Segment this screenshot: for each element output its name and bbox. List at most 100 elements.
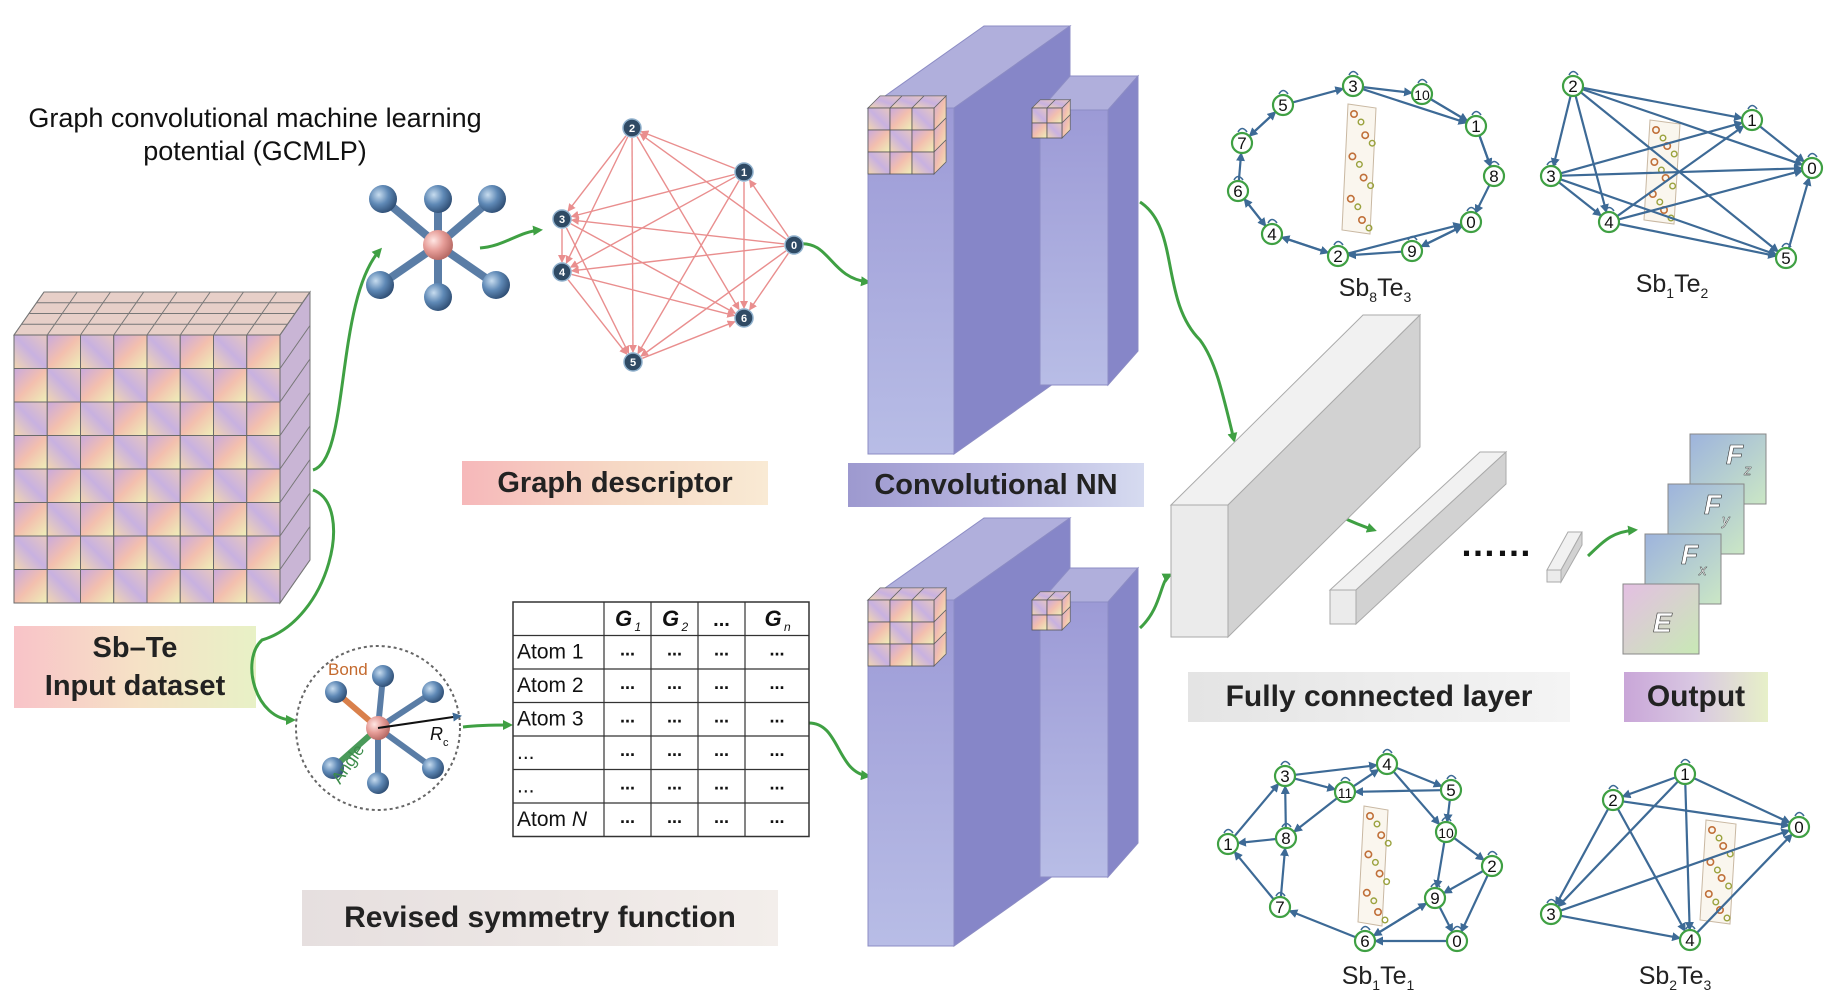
cube-cell <box>146 535 181 570</box>
unit-cell-atom <box>1371 858 1379 866</box>
cnn-bottom-feature-cell <box>1031 599 1048 616</box>
structure-node-label: 0 <box>1807 159 1816 178</box>
cube-cell <box>146 468 181 503</box>
atom-sphere <box>478 185 506 213</box>
structure-edge <box>1759 125 1805 163</box>
table-header: ... <box>713 609 730 631</box>
self-loop <box>1747 104 1758 110</box>
structure-edge <box>1233 850 1275 900</box>
structure-node <box>1740 108 1764 132</box>
cnn-bottom-kernel-cell <box>911 621 935 645</box>
cube-cell <box>13 368 48 403</box>
structure-edge <box>1233 782 1280 838</box>
table-cell: ... <box>714 707 729 727</box>
table-cell: ... <box>714 807 729 827</box>
cnn-top-feature-cell <box>1031 107 1048 124</box>
structure-edge <box>1622 800 1791 829</box>
cube-side-line <box>279 291 311 336</box>
table-cell: ... <box>667 807 682 827</box>
graph-node-label: 1 <box>741 167 747 179</box>
unit-cell-atom <box>1361 131 1370 140</box>
cnn-bottom-kernel-cell <box>867 621 891 645</box>
graph-edge <box>567 279 628 355</box>
structure-node-label: 6 <box>1233 182 1242 201</box>
graph-node <box>784 235 804 255</box>
structure-edge <box>1696 833 1793 934</box>
self-loop <box>1233 175 1244 181</box>
cube-cell <box>13 535 48 570</box>
graph-node-label: 0 <box>791 240 797 252</box>
unit-cell-atom <box>1715 834 1723 842</box>
structure-edge <box>1292 86 1345 104</box>
cube-front-grid <box>13 334 281 604</box>
table-cell: ... <box>714 640 729 660</box>
arrow-cnn-to-fc <box>1139 200 1238 443</box>
output-subscript: x <box>1698 562 1707 579</box>
atom-cluster-icon <box>366 185 510 311</box>
structure-edge <box>1550 95 1572 168</box>
table-row-label: Atom 3 <box>517 708 584 731</box>
table-cell: ... <box>620 673 635 693</box>
cube-cell <box>46 401 81 436</box>
arrow-table-to-cnn <box>807 721 871 781</box>
cnn-bottom-kernel-cell <box>867 643 891 667</box>
structure-node <box>1445 929 1469 953</box>
structure-node-label: 10 <box>1438 825 1454 841</box>
fully-connected-label: Fully connected layer <box>1188 672 1570 722</box>
unit-cell-atom <box>1717 873 1726 882</box>
unit-cell-atom <box>1366 811 1375 820</box>
cube-cell <box>113 569 148 604</box>
self-loop <box>1237 127 1248 133</box>
cube-cell <box>113 401 148 436</box>
unit-cell-atom <box>1348 152 1357 161</box>
graph-edge <box>636 136 740 311</box>
cnn-bottom-small-side <box>1107 566 1139 879</box>
unit-cell-atom <box>1669 182 1677 190</box>
atom-sphere <box>325 681 347 703</box>
table-header-sub: 2 <box>681 620 689 634</box>
unit-cell-atom <box>1725 882 1733 890</box>
structure-edge <box>1243 198 1267 227</box>
graph-node <box>622 118 642 138</box>
graph-node-label: 3 <box>559 214 565 226</box>
self-loop <box>1604 206 1615 212</box>
cnn-top-kernel-cell <box>889 107 913 131</box>
cube-side-line <box>279 492 311 537</box>
graph-edge <box>565 227 630 354</box>
structure-node <box>1375 752 1399 776</box>
graph-edge <box>639 133 787 240</box>
table-cell: ... <box>667 740 682 760</box>
structure-node <box>1423 886 1447 910</box>
graph-node-label: 4 <box>559 267 566 279</box>
structure-node <box>1333 780 1357 804</box>
table-header: G <box>764 606 781 631</box>
structure-node-label: 7 <box>1275 898 1284 917</box>
structure-node <box>1561 74 1585 98</box>
cube-cell <box>46 535 81 570</box>
table-cell: ... <box>714 673 729 693</box>
cube-cell <box>179 569 214 604</box>
cube-cell <box>246 334 281 369</box>
cube-cell <box>80 401 115 436</box>
self-loop <box>1441 816 1452 822</box>
structure-edge <box>1293 797 1338 833</box>
structure-edge <box>1560 914 1682 942</box>
table-cell: ... <box>620 740 635 760</box>
cube-cell <box>80 569 115 604</box>
formula-sb1te2: Sb1Te2 <box>1635 270 1709 301</box>
cube-cell <box>13 401 48 436</box>
table-row-label: ... <box>517 741 535 764</box>
unit-cell-atom <box>1359 173 1368 182</box>
structure-edge <box>1281 236 1330 255</box>
structure-edge <box>1618 168 1804 221</box>
rc-sub-label: c <box>443 737 449 749</box>
cnn-bottom-kernel-cell <box>867 599 891 623</box>
cnn-top-small-side <box>1107 74 1139 387</box>
input-dataset-cube <box>13 290 311 605</box>
structure-edge <box>1442 869 1484 894</box>
structure-node-label: 6 <box>1360 932 1369 951</box>
formula-sb2te3: Sb2Te3 <box>1638 962 1712 993</box>
